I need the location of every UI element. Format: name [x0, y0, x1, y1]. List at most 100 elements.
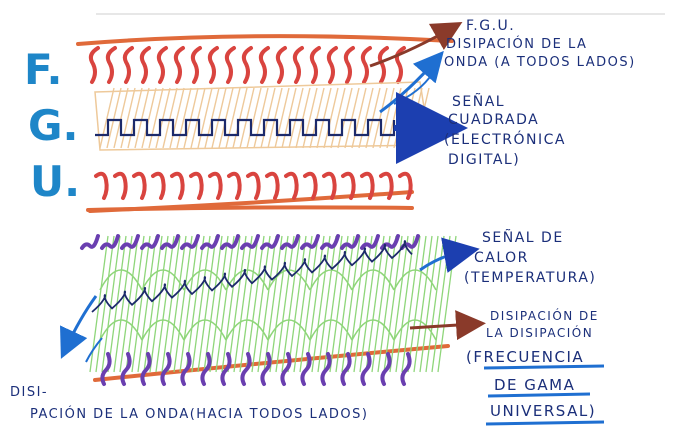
tan-hatch-line [141, 87, 157, 149]
red-wave-stroke [105, 46, 117, 84]
green-hatch-line [221, 235, 241, 373]
purple-wave-stroke [340, 234, 360, 250]
label-square-1: SEÑAL [452, 93, 505, 110]
tan-hatch-line [351, 87, 367, 149]
purple-wave-stroke [300, 352, 312, 386]
frequency-underline-1 [483, 364, 605, 370]
green-arc [267, 269, 311, 291]
purple-wave-stroke [360, 352, 372, 386]
tan-hatch-line [316, 87, 332, 149]
red-wave-stroke [246, 171, 261, 200]
red-wave-stroke [326, 46, 338, 84]
fgu-arrow [369, 22, 463, 68]
green-hatch-line [185, 235, 205, 373]
red-wave-stroke [292, 46, 304, 84]
tan-hatch-line [344, 87, 360, 149]
red-wave-stroke [156, 46, 168, 84]
tan-hatch-line [204, 87, 220, 149]
purple-wave-stroke [180, 234, 200, 250]
purple-wave-stroke [260, 234, 280, 250]
purple-wave-stroke [220, 352, 232, 386]
tan-hatch-line [211, 87, 227, 149]
label-frequency-3: UNIVERSAL) [490, 402, 596, 420]
purple-wave-stroke [100, 234, 120, 250]
tan-hatch-line [337, 87, 353, 149]
tan-hatch-line [365, 87, 381, 149]
purple-wave-stroke [200, 234, 220, 250]
label-dissdiss-2: LA DISIPACIÓN [486, 325, 593, 340]
tan-hatch-line [148, 87, 164, 149]
red-wave-stroke [241, 46, 253, 84]
green-hatch-line [101, 235, 121, 373]
green-arc [309, 319, 353, 341]
green-arc [393, 269, 437, 291]
red-wave-stroke [309, 46, 321, 84]
label-square-4: DIGITAL) [448, 152, 520, 168]
red-wave-stroke [189, 171, 204, 200]
green-hatch-line [419, 235, 439, 373]
red-wave-stroke [151, 171, 166, 200]
purple-wave-stroke [100, 352, 112, 386]
bottom-dissipation-arrow [60, 295, 98, 359]
green-hatch-line [95, 235, 115, 373]
tan-hatch-line [260, 87, 276, 149]
red-wave-stroke [322, 171, 337, 200]
purple-wave-stroke [140, 352, 152, 386]
tan-hatch-line [407, 87, 423, 149]
lower-band-top-line [86, 205, 414, 212]
green-hatch-line [203, 235, 223, 373]
red-wave-stroke [170, 171, 185, 200]
tan-hatch-line [120, 87, 136, 149]
green-hatch-line [293, 235, 313, 373]
purple-wave-stroke [200, 352, 212, 386]
red-wave-stroke [122, 46, 134, 84]
tan-hatch-line [127, 87, 143, 149]
green-hatch-line [137, 235, 157, 373]
purple-wave-stroke [220, 234, 240, 250]
purple-wave-stroke [140, 234, 160, 250]
upper-band-top-line [76, 34, 454, 46]
label-heat-1: SEÑAL DE [482, 229, 564, 246]
red-wave-stroke [360, 46, 372, 84]
green-arc [309, 269, 353, 291]
green-hatch-line [371, 235, 391, 373]
tan-hatch-line [246, 87, 262, 149]
tan-hatch-line [372, 87, 388, 149]
green-hatch-line [317, 235, 337, 373]
green-hatch-band [89, 235, 457, 373]
green-hatch-line [329, 235, 349, 373]
tan-hatch-line [281, 87, 297, 149]
red-wave-stroke [343, 46, 355, 84]
green-arc [141, 269, 185, 291]
green-hatch-line [131, 235, 151, 373]
purple-wave-stroke [280, 352, 292, 386]
label-frequency-1: (FRECUENCIA [466, 348, 584, 366]
green-hatch-line [113, 235, 133, 373]
red-wave-stroke [113, 171, 128, 200]
green-hatch-line [263, 235, 283, 373]
green-hatch-line [245, 235, 265, 373]
purple-wave-stroke [400, 352, 412, 386]
tan-hatch-line [288, 87, 304, 149]
green-arc [141, 319, 185, 341]
red-wave-stroke [398, 171, 413, 200]
green-hatch-line [269, 235, 289, 373]
red-wave-stroke [132, 171, 147, 200]
tan-hatch-line [169, 87, 185, 149]
letter-f: F. [24, 45, 62, 94]
green-hatch-line [383, 235, 403, 373]
tan-hatch-line [106, 87, 122, 149]
label-frequency-2: DE GAMA [494, 376, 575, 394]
tan-hatch-line [113, 87, 129, 149]
green-hatch-line [167, 235, 187, 373]
red-wave-stroke [341, 171, 356, 200]
red-wave-row-top [88, 46, 406, 84]
label-fgu: F.G.U. [466, 18, 515, 34]
letter-u: U. [30, 157, 80, 206]
green-hatch-line [389, 235, 409, 373]
green-hatch-line [275, 235, 295, 373]
green-hatch-line [227, 235, 247, 373]
letter-g: G. [28, 101, 78, 150]
red-wave-stroke [207, 46, 219, 84]
tan-hatch-line [379, 87, 395, 149]
